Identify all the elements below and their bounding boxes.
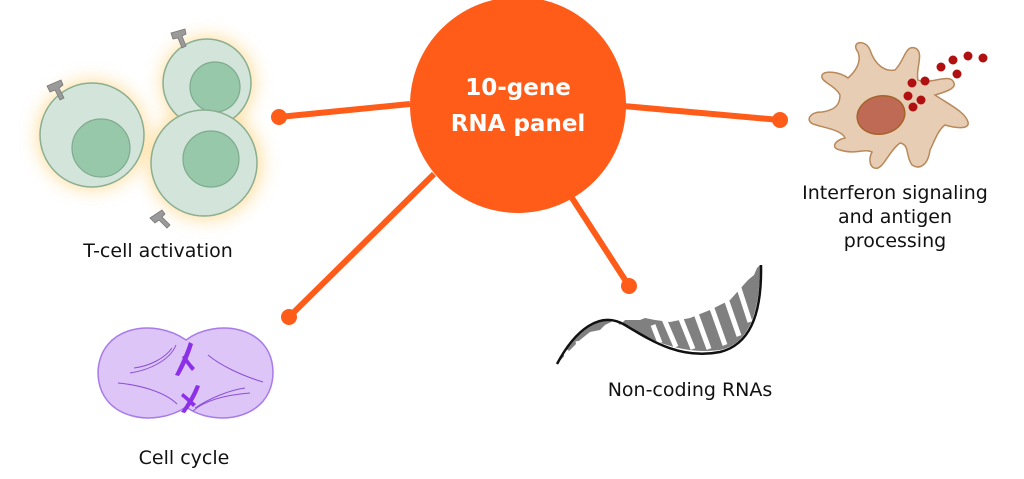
- label-interferon: Interferon signaling and antigen process…: [780, 181, 1010, 253]
- receptor-icon: [170, 28, 187, 49]
- base-pairs: [563, 281, 753, 363]
- connector-dot-ncrna: [621, 278, 637, 294]
- antigen-particles: [903, 51, 988, 112]
- hub-circle: [410, 0, 626, 213]
- label-cell-cycle: Cell cycle: [138, 447, 230, 469]
- t-cell-3: [149, 109, 258, 229]
- label-interferon-line2: and antigen: [838, 206, 952, 228]
- hub-label: 10-gene RNA panel: [418, 70, 618, 142]
- nucleus: [856, 95, 906, 135]
- receptor-icon: [46, 79, 65, 101]
- chromosomes: [175, 342, 200, 413]
- connector-cell-cycle: [281, 171, 437, 325]
- connector-dot-t-cell: [271, 109, 287, 125]
- label-ncrna: Non-coding RNAs: [607, 379, 773, 401]
- spindle-fibers: [117, 344, 264, 412]
- connector-interferon: [622, 103, 788, 128]
- label-interferon-line3: processing: [843, 230, 947, 252]
- mitosis-illustration: [97, 327, 274, 419]
- t-cell-2: [162, 28, 252, 128]
- connector-dot-interferon: [772, 112, 788, 128]
- label-interferon-line1: Interferon signaling: [802, 182, 988, 204]
- connector-dot-cell-cycle: [281, 309, 297, 325]
- hub-title-line1: 10-gene: [465, 75, 571, 101]
- dendritic-cell-illustration: [808, 41, 988, 169]
- receptor-icon: [149, 209, 171, 229]
- label-t-cell: T-cell activation: [83, 240, 233, 262]
- t-cell-illustration: [38, 28, 261, 229]
- ncrna-illustration: [555, 264, 763, 365]
- rna-backbone: [555, 264, 763, 365]
- hub-title-line2: RNA panel: [450, 111, 586, 137]
- t-cell-1: [39, 79, 145, 188]
- connectors: [271, 101, 788, 325]
- connector-t-cell: [271, 101, 411, 125]
- connector-ncrna: [569, 196, 637, 294]
